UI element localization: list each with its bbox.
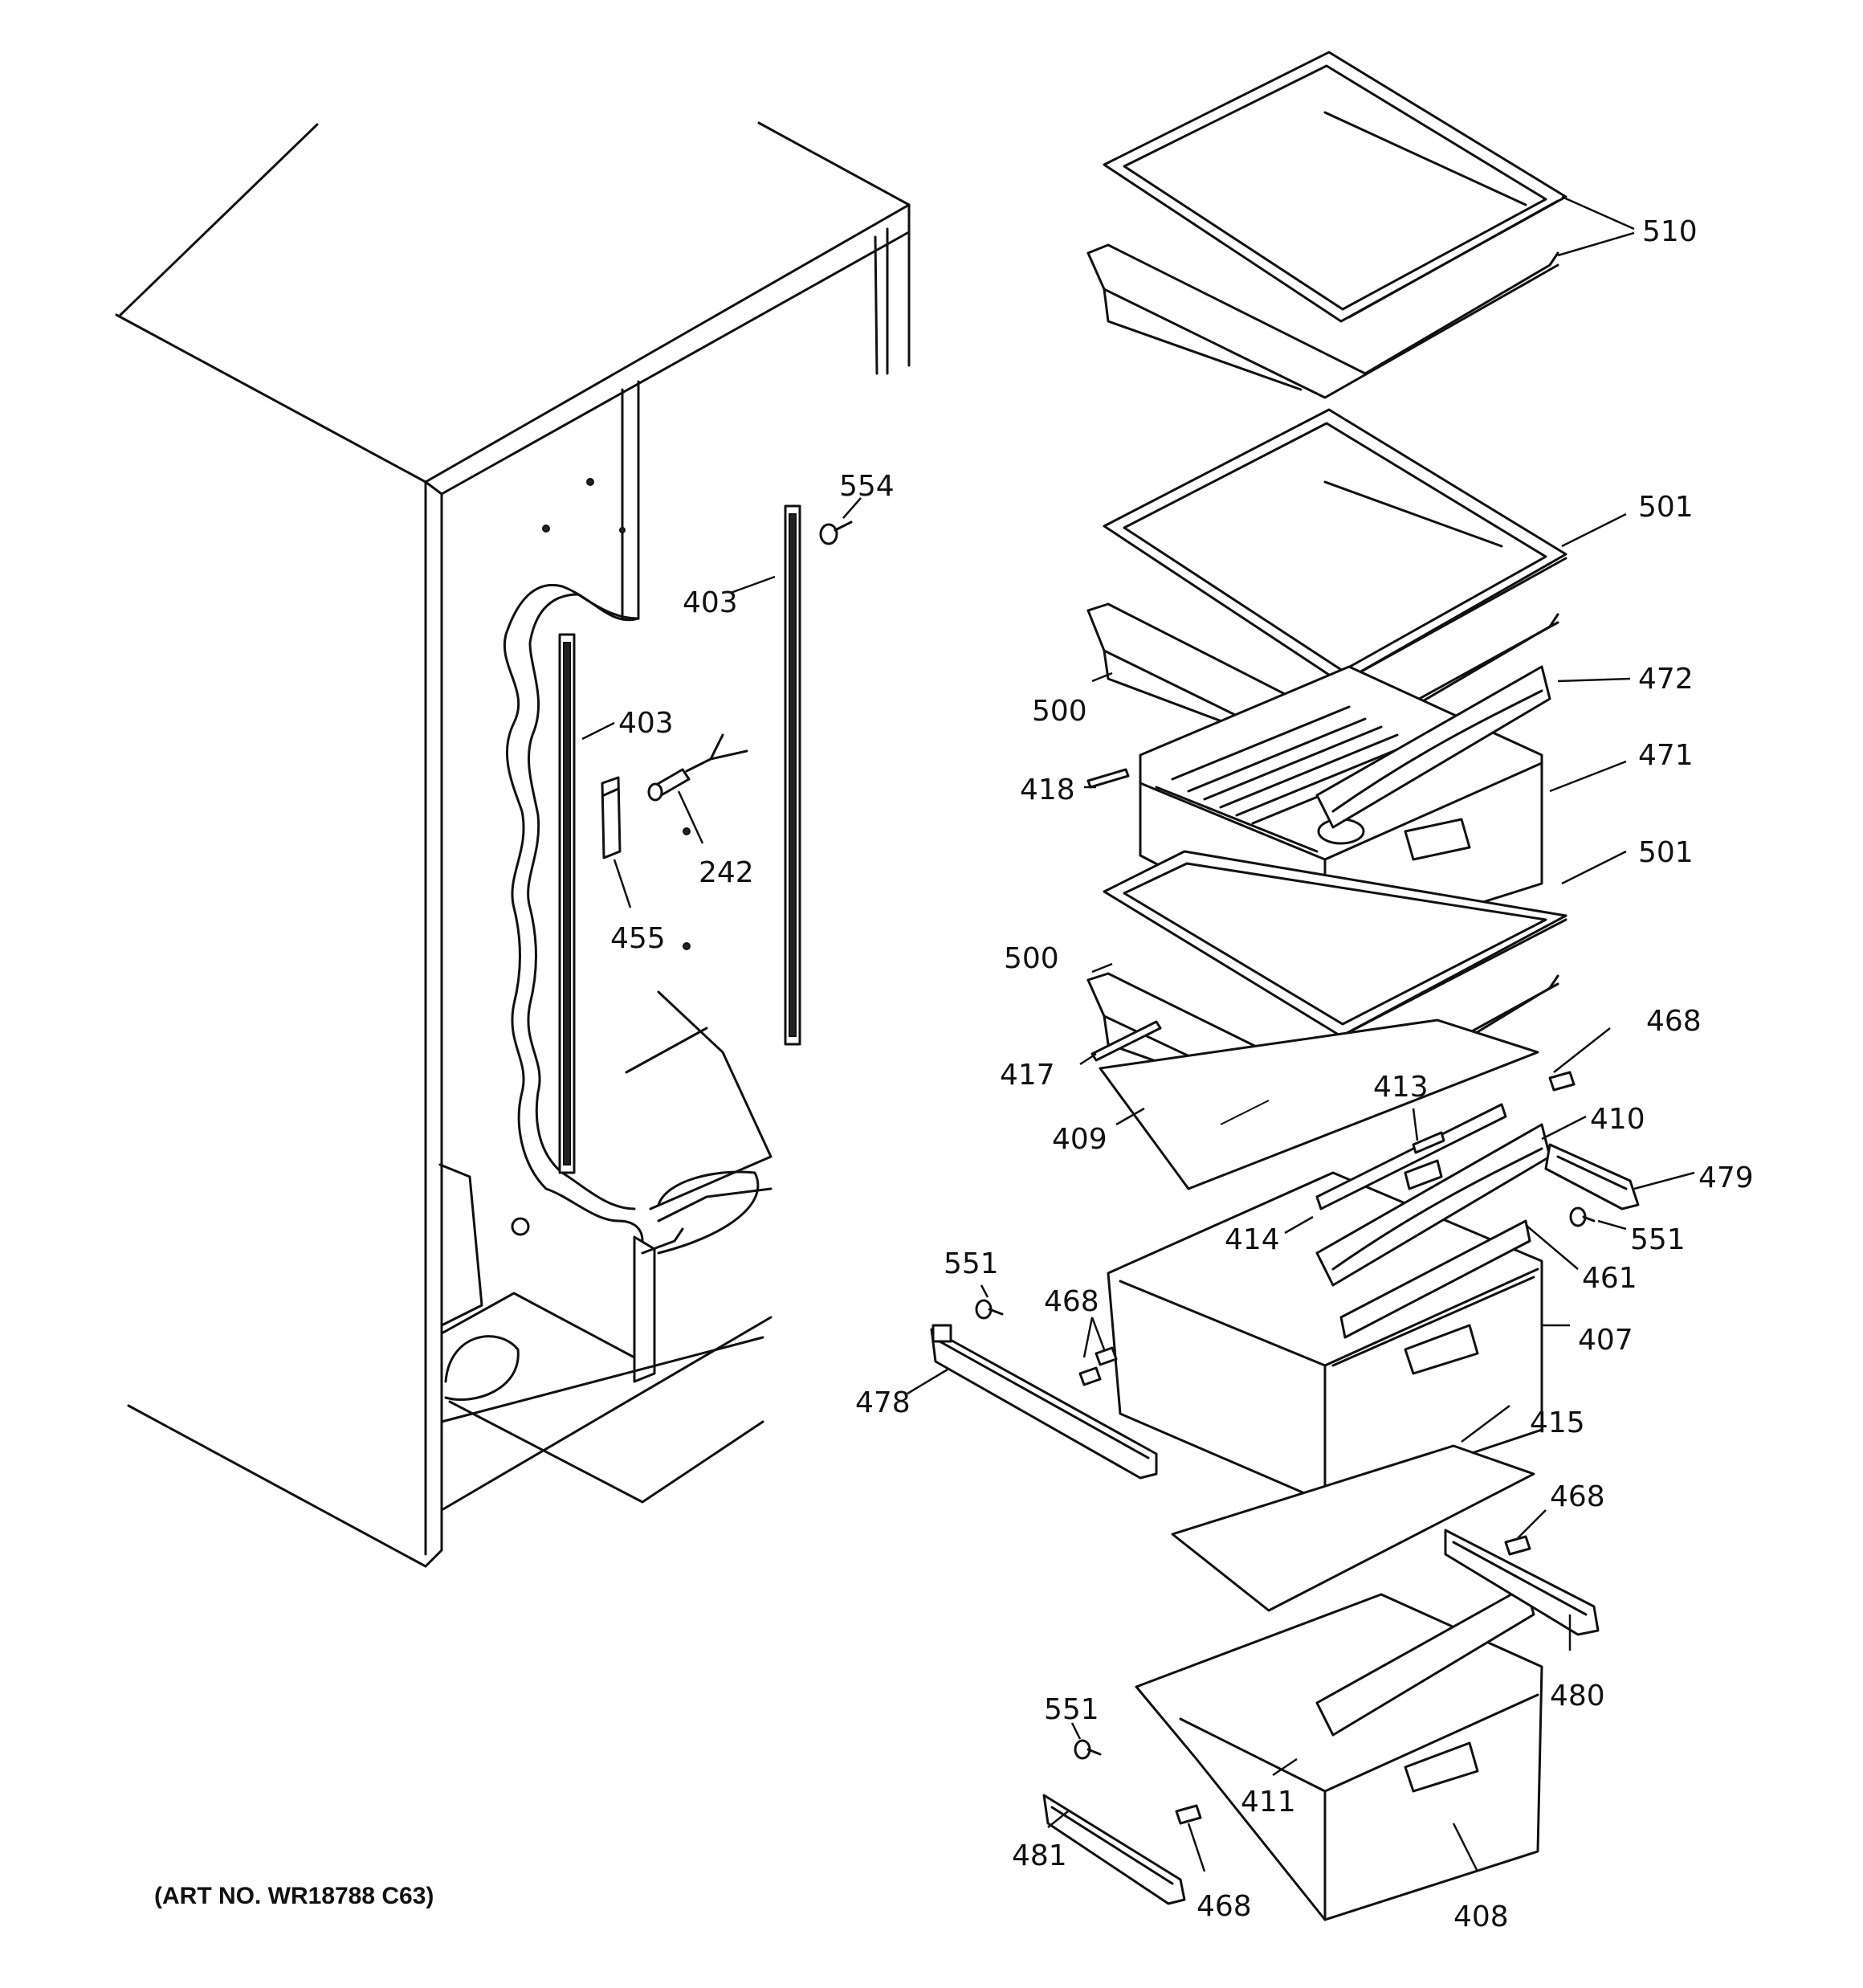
callout-500: 500 [1032, 695, 1087, 728]
callout-479: 479 [1698, 1161, 1754, 1194]
callout-468: 468 [1646, 1005, 1702, 1038]
callout-500: 500 [1004, 942, 1059, 975]
clip-468-b1 [1095, 1346, 1118, 1366]
part-413 [1412, 1131, 1445, 1154]
slide-rail-478 [930, 1324, 1158, 1480]
callout-418: 418 [1020, 774, 1075, 806]
callout-478: 478 [855, 1386, 911, 1419]
callout-242: 242 [699, 856, 754, 889]
callout-414: 414 [1225, 1223, 1280, 1256]
refrigerator-cabinet [115, 121, 911, 1568]
callout-471: 471 [1638, 739, 1694, 772]
clip-468-a [1548, 1071, 1576, 1092]
screw-551-b [975, 1299, 1004, 1320]
callout-510: 510 [1642, 215, 1698, 248]
callout-413: 413 [1373, 1071, 1429, 1104]
callout-481: 481 [1012, 1839, 1067, 1872]
callout-461: 461 [1582, 1262, 1637, 1295]
callout-411: 411 [1241, 1786, 1296, 1819]
callout-409: 409 [1052, 1123, 1107, 1156]
clip-468-b2 [1078, 1366, 1102, 1386]
shelf-501-upper [1103, 408, 1567, 684]
clip-468-d [1175, 1804, 1202, 1825]
part-417-strip [1090, 1020, 1162, 1062]
callout-417: 417 [1000, 1059, 1055, 1092]
callout-410: 410 [1590, 1103, 1645, 1136]
divider-461 [1339, 1219, 1531, 1339]
art-number: (ART NO. WR18788 C63) [154, 1883, 434, 1909]
callout-551: 551 [1044, 1693, 1099, 1726]
callout-labels: 510 554 403 501 403 500 472 418 471 242 … [610, 215, 1754, 1933]
slide-rail-479 [1544, 1143, 1640, 1210]
drawer-408 [1135, 1585, 1543, 1921]
callout-408: 408 [1453, 1900, 1509, 1933]
shelf-510 [1086, 51, 1567, 399]
shelf-501-lower [1103, 850, 1567, 1038]
callout-468: 468 [1196, 1890, 1252, 1923]
screw-551-c [1074, 1739, 1102, 1760]
glass-cover-415 [1171, 1444, 1535, 1612]
part-455-bracket [601, 776, 622, 859]
callout-403: 403 [683, 586, 738, 619]
callout-407: 407 [1578, 1324, 1633, 1357]
crisper-cover-472 [1315, 665, 1551, 829]
callout-455: 455 [610, 922, 666, 955]
callout-551: 551 [1630, 1223, 1686, 1256]
glass-shelf-409 [1099, 1018, 1539, 1190]
callout-468: 468 [1550, 1480, 1605, 1513]
callout-468: 468 [1044, 1285, 1099, 1318]
screw-551-a [1569, 1206, 1596, 1227]
callout-551: 551 [944, 1247, 999, 1280]
callout-501: 501 [1638, 491, 1694, 524]
part-554-screw [819, 520, 853, 545]
leader-lines [581, 195, 1695, 1872]
callout-472: 472 [1638, 663, 1694, 696]
callout-501: 501 [1638, 836, 1694, 869]
shelf-rail-403-left [558, 633, 576, 1174]
callout-480: 480 [1550, 1680, 1605, 1712]
slide-rail-481 [1042, 1794, 1186, 1905]
part-418 [1086, 768, 1130, 789]
shelf-rail-403-right [784, 504, 801, 1046]
callout-415: 415 [1530, 1406, 1585, 1439]
slide-rail-480 [1444, 1529, 1600, 1636]
clip-468-c [1504, 1535, 1531, 1556]
callout-403: 403 [618, 707, 674, 740]
pan-407 [1107, 1171, 1543, 1504]
callout-554: 554 [839, 470, 895, 503]
part-242-fitting [647, 733, 748, 802]
